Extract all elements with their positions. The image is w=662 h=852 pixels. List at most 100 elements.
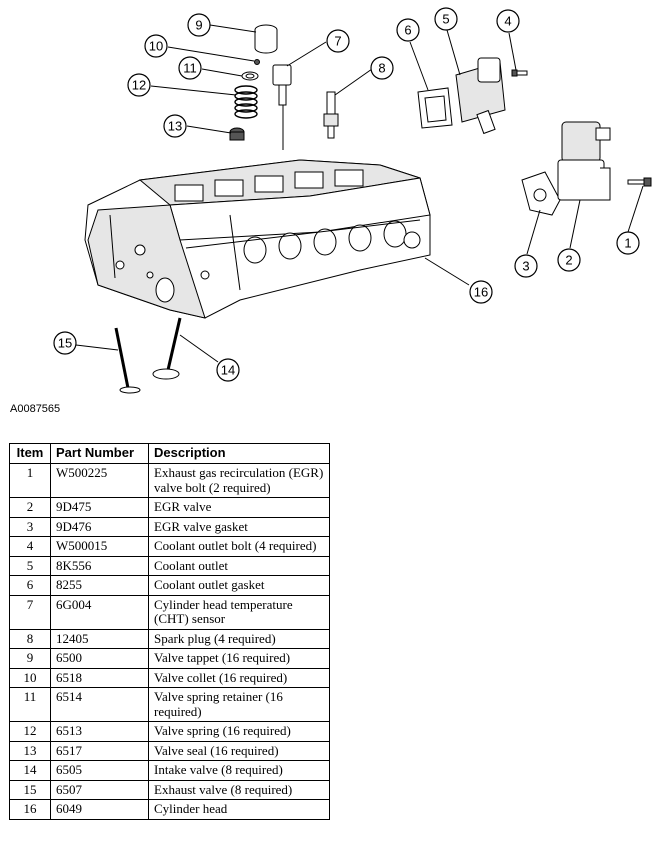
- callout-4: 4: [496, 9, 520, 33]
- cell-description: Cylinder head temperature (CHT) sensor: [148, 594, 330, 630]
- cell-item: 1: [9, 463, 51, 498]
- table-header-row: Item Part Number Description: [9, 443, 330, 464]
- cell-part-number: 6500: [50, 648, 149, 669]
- header-description: Description: [148, 443, 330, 464]
- cell-item: 11: [9, 687, 51, 722]
- valve-tappet-illustration: [254, 24, 278, 54]
- callout-5: 5: [434, 7, 458, 31]
- svg-text:14: 14: [221, 363, 235, 378]
- cell-part-number: 6513: [50, 721, 149, 742]
- cell-description: Coolant outlet gasket: [148, 575, 330, 596]
- cell-item: 2: [9, 497, 51, 518]
- cell-description: Valve tappet (16 required): [148, 648, 330, 669]
- cell-item: 13: [9, 740, 51, 761]
- cylinder-head-illustration: [84, 159, 431, 319]
- callout-6: 6: [396, 18, 420, 42]
- callout-9: 9: [187, 13, 211, 37]
- cell-description: Valve seal (16 required): [148, 740, 330, 761]
- svg-text:1: 1: [624, 236, 631, 251]
- svg-text:15: 15: [58, 336, 72, 351]
- cell-description: Valve collet (16 required): [148, 667, 330, 688]
- cell-item: 16: [9, 799, 51, 820]
- svg-text:11: 11: [183, 61, 197, 76]
- cell-item: 9: [9, 648, 51, 669]
- coolant-outlet-bolt-illustration: [511, 69, 528, 77]
- cell-item: 14: [9, 760, 51, 781]
- cht-sensor-illustration: [272, 64, 292, 150]
- callout-12: 12: [127, 73, 151, 97]
- svg-text:13: 13: [168, 119, 182, 134]
- coolant-outlet-illustration: [455, 57, 506, 135]
- svg-text:7: 7: [334, 34, 341, 49]
- callout-8: 8: [370, 56, 394, 80]
- callout-7: 7: [326, 29, 350, 53]
- cell-part-number: 8255: [50, 575, 149, 596]
- cell-item: 5: [9, 555, 51, 576]
- cell-part-number: 6G004: [50, 594, 149, 630]
- callout-14: 14: [216, 358, 240, 382]
- exploded-parts-diagram: 9 10 11 12 13 7 8 6 5 4 1 2 3 16 14 15: [53, 7, 652, 394]
- cell-description: Spark plug (4 required): [148, 628, 330, 649]
- callout-11: 11: [178, 56, 202, 80]
- cell-description: EGR valve gasket: [148, 516, 330, 537]
- egr-valve-illustration: [557, 121, 611, 201]
- valve-spring-retainer-illustration: [241, 71, 259, 81]
- svg-text:10: 10: [149, 39, 163, 54]
- cell-description: Coolant outlet: [148, 555, 330, 576]
- cell-description: EGR valve: [148, 497, 330, 518]
- callout-16: 16: [469, 280, 493, 304]
- svg-text:8: 8: [378, 61, 385, 76]
- figure-id: A0087565: [10, 403, 61, 415]
- exhaust-valve-illustration: [114, 327, 141, 394]
- svg-text:2: 2: [565, 253, 572, 268]
- cell-item: 15: [9, 779, 51, 800]
- cell-description: Cylinder head: [148, 799, 330, 820]
- cell-part-number: 6514: [50, 687, 149, 722]
- svg-text:3: 3: [522, 259, 529, 274]
- svg-text:6: 6: [404, 23, 411, 38]
- svg-text:4: 4: [504, 14, 511, 29]
- cell-item: 8: [9, 628, 51, 649]
- header-part-number: Part Number: [50, 443, 149, 464]
- cell-part-number: 6518: [50, 667, 149, 688]
- valve-spring-illustration: [234, 85, 258, 119]
- cell-part-number: 6505: [50, 760, 149, 781]
- cell-item: 12: [9, 721, 51, 742]
- cell-item: 3: [9, 516, 51, 537]
- cell-part-number: 9D476: [50, 516, 149, 537]
- intake-valve-illustration: [152, 317, 182, 380]
- cell-description: Valve spring (16 required): [148, 721, 330, 742]
- cell-item: 4: [9, 536, 51, 557]
- cell-part-number: 12405: [50, 628, 149, 649]
- cell-item: 6: [9, 575, 51, 596]
- egr-valve-bolt-illustration: [627, 177, 652, 187]
- spark-plug-illustration: [323, 91, 339, 139]
- cell-description: Coolant outlet bolt (4 required): [148, 536, 330, 557]
- callout-10: 10: [144, 34, 168, 58]
- svg-text:9: 9: [195, 18, 202, 33]
- cell-part-number: 6517: [50, 740, 149, 761]
- callout-1: 1: [616, 231, 640, 255]
- cell-part-number: 9D475: [50, 497, 149, 518]
- callout-13: 13: [163, 114, 187, 138]
- svg-text:12: 12: [132, 78, 146, 93]
- cell-description: Valve spring retainer (16 required): [148, 687, 330, 722]
- cell-part-number: 6507: [50, 779, 149, 800]
- coolant-outlet-gasket-illustration: [417, 87, 453, 129]
